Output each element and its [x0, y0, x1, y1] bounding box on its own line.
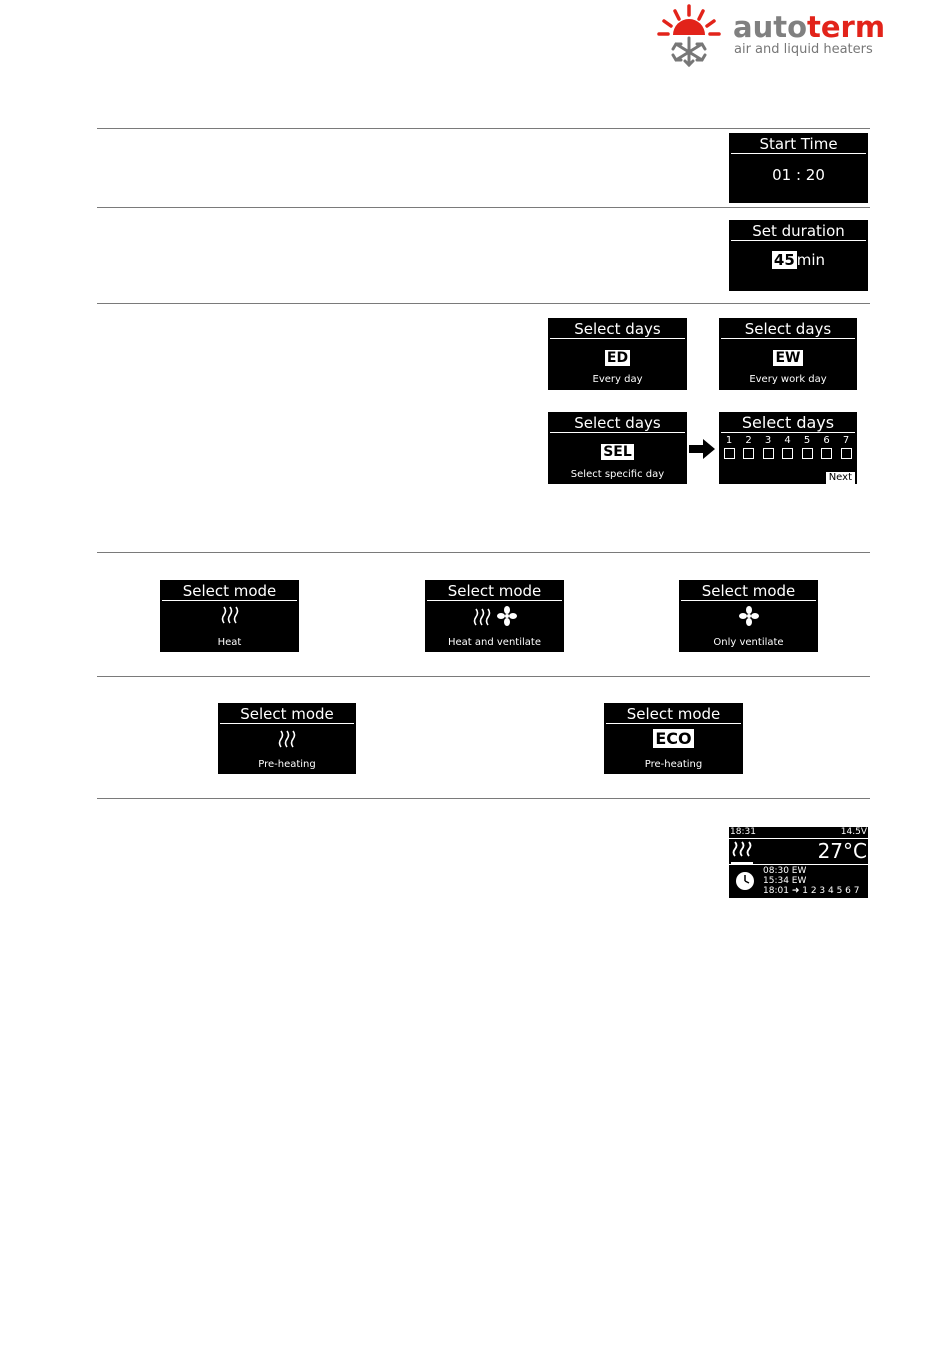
- brand-auto: auto: [733, 10, 808, 44]
- day-number: 4: [784, 435, 791, 446]
- days-code: SEL: [601, 444, 634, 460]
- timer-entry: 18:01 ➜ 1 2 3 4 5 6 7: [763, 886, 859, 896]
- day-cell[interactable]: 3: [762, 435, 774, 459]
- days-code-display: SEL: [548, 444, 687, 460]
- day-cell[interactable]: 7: [840, 435, 852, 459]
- timer-entry: 15:34 EW: [763, 876, 807, 886]
- day-checkbox[interactable]: [801, 448, 813, 459]
- voltage-value: 14.5V: [840, 827, 867, 837]
- mode-preheat-screen: Select mode Pre-heating: [218, 703, 356, 774]
- days-code: ED: [604, 350, 631, 366]
- next-label: Next: [825, 472, 855, 484]
- day-cell[interactable]: 5: [801, 435, 813, 459]
- mode-caption: Only ventilate: [713, 637, 784, 648]
- mode-caption: Heat and ventilate: [448, 637, 541, 648]
- screen-title: Start Time: [731, 135, 866, 154]
- divider-line: [97, 128, 870, 129]
- eco-code: ECO: [653, 729, 694, 748]
- day-cell[interactable]: 2: [743, 435, 755, 459]
- screen-title: Select days: [550, 320, 685, 339]
- heat-icon: [473, 608, 491, 626]
- temperature-value: 27°C: [817, 839, 867, 863]
- sun-snowflake-icon: [657, 4, 721, 68]
- day-number: 3: [764, 435, 772, 446]
- fan-icon: [497, 606, 518, 626]
- day-cell[interactable]: 1: [723, 435, 735, 459]
- arrow-right-icon: ➜: [791, 886, 800, 896]
- days-code: EW: [773, 350, 803, 366]
- select-days-ew-screen: Select days EW Every work day: [719, 318, 857, 390]
- select-days-sel-screen: Select days SEL Select specific day: [548, 412, 687, 484]
- screen-title: Select days: [721, 414, 855, 433]
- day-number: 7: [842, 435, 850, 446]
- day-checkbox-row: 1 2 3 4 5 6 7: [723, 435, 855, 463]
- divider-line: [97, 798, 870, 799]
- clock-icon: [736, 872, 754, 890]
- day-checkbox[interactable]: [723, 448, 735, 459]
- clock-time: 18:31: [730, 827, 756, 837]
- screen-title: Select mode: [220, 705, 354, 724]
- mode-heat-ventilate-screen: Select mode Heat and ventilate: [425, 580, 564, 652]
- heat-icon: [221, 606, 238, 624]
- timer-entry: 08:30 EW: [763, 866, 807, 876]
- brand-term: term: [807, 10, 886, 44]
- mode-caption: Pre-heating: [258, 759, 316, 770]
- divider-line: [97, 303, 870, 304]
- heat-icon: [278, 730, 296, 748]
- screen-title: Select days: [550, 414, 685, 433]
- screen-title: Select mode: [606, 705, 741, 724]
- screen-title: Select mode: [427, 582, 562, 601]
- days-caption: Select specific day: [570, 469, 665, 480]
- autoterm-logo: autoterm air and liquid heaters: [655, 2, 885, 70]
- eco-display: ECO: [604, 729, 743, 748]
- days-caption: Every work day: [749, 374, 827, 385]
- mode-caption: Pre-heating: [644, 759, 703, 770]
- day-checkbox[interactable]: [743, 448, 754, 459]
- mode-heat-screen: Select mode Heat: [160, 580, 299, 652]
- timer-time: 18:01: [763, 886, 789, 896]
- duration-unit: min: [796, 251, 826, 269]
- screen-title: Select mode: [681, 582, 816, 601]
- duration-value: 45: [771, 251, 797, 269]
- day-checkbox[interactable]: [762, 448, 774, 459]
- main-status-screen: 18:31 14.5V 27°C 08:30 EW 15:34 EW 18:01…: [729, 827, 868, 898]
- select-days-ed-screen: Select days ED Every day: [548, 318, 687, 390]
- start-time-value: 01 : 20: [772, 166, 825, 184]
- start-time-screen: Start Time 01 : 20: [729, 133, 868, 203]
- mode-eco-screen: Select mode ECO Pre-heating: [604, 703, 743, 774]
- day-number: 5: [803, 435, 811, 446]
- brand-tagline: air and liquid heaters: [734, 42, 873, 57]
- select-specific-days-screen: Select days 1 2 3 4 5 6 7 Next: [719, 412, 857, 484]
- days-caption: Every day: [592, 374, 643, 385]
- days-code-display: ED: [548, 350, 687, 366]
- day-checkbox[interactable]: [821, 448, 832, 459]
- divider-line: [97, 676, 870, 677]
- heat-icon: [732, 841, 752, 857]
- mode-caption: Heat: [217, 637, 242, 648]
- days-code-display: EW: [719, 350, 857, 366]
- day-checkbox[interactable]: [782, 448, 793, 459]
- day-number: 6: [823, 435, 830, 446]
- day-cell[interactable]: 4: [782, 435, 794, 459]
- day-number: 1: [725, 435, 733, 446]
- day-number: 2: [745, 435, 752, 446]
- screen-title: Set duration: [731, 222, 866, 241]
- divider-line: [97, 552, 870, 553]
- arrow-right-icon: [689, 439, 715, 459]
- fan-icon: [738, 606, 759, 626]
- timer-days: 1 2 3 4 5 6 7: [802, 886, 860, 896]
- screen-title: Select days: [721, 320, 855, 339]
- screen-title: Select mode: [162, 582, 297, 601]
- mode-ventilate-screen: Select mode Only ventilate: [679, 580, 818, 652]
- day-checkbox[interactable]: [840, 448, 852, 459]
- day-cell[interactable]: 6: [821, 435, 833, 459]
- divider-line: [97, 207, 870, 208]
